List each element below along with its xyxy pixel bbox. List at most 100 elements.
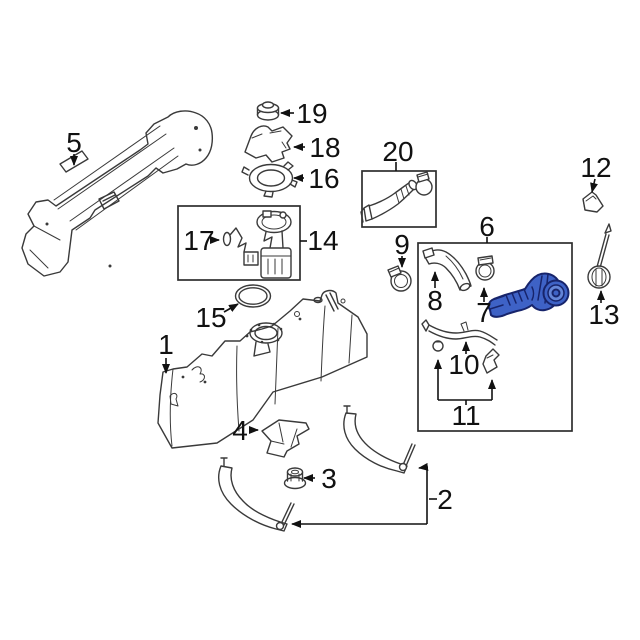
tank-filler-stub bbox=[325, 292, 339, 312]
fuel-cap-grip bbox=[595, 268, 603, 287]
tank-bolt-6 bbox=[260, 340, 264, 344]
tank-small-port-1 bbox=[294, 311, 300, 317]
tank-stud-3 bbox=[245, 334, 249, 338]
fuel-pump-module bbox=[256, 210, 292, 279]
callout-9: 9 bbox=[394, 229, 410, 260]
filler-bracket bbox=[244, 125, 293, 163]
nut-bore bbox=[291, 469, 299, 475]
fuel-tank-outline bbox=[157, 289, 368, 449]
filler-pipe-kit bbox=[417, 242, 573, 432]
flanged-nut bbox=[283, 467, 307, 490]
tank-contour-4 bbox=[348, 314, 353, 364]
strap-front-bolt-head bbox=[275, 521, 285, 531]
lock-ring-inner bbox=[256, 169, 286, 187]
tank-bolt-2 bbox=[257, 323, 261, 327]
nut-top bbox=[286, 467, 304, 477]
skid-plate-hole-3 bbox=[45, 222, 49, 226]
vent-hose-upper bbox=[368, 180, 413, 207]
seal-ring-outer bbox=[234, 284, 272, 308]
tank-pump-opening-outer bbox=[249, 322, 283, 344]
callout-20: 20 bbox=[382, 136, 413, 167]
hose-clamp-7 bbox=[475, 255, 495, 281]
strap-front-bolt bbox=[280, 502, 295, 526]
filler-hose-flange bbox=[422, 247, 435, 259]
tank-bolt-4 bbox=[279, 327, 283, 331]
fuel-tank bbox=[157, 289, 368, 449]
lock-ring-outer bbox=[248, 163, 294, 193]
pump-module-kit bbox=[177, 205, 301, 281]
filler-bracket-outline bbox=[244, 125, 293, 163]
callout-labels: 1 2 3 4 5 6 7 8 9 10 11 12 13 14 15 16 1… bbox=[66, 98, 619, 515]
tank-stud-4 bbox=[298, 317, 302, 321]
leader-2-top-arrow bbox=[418, 462, 429, 471]
lock-ring-tab-2 bbox=[283, 161, 294, 171]
vent-hose-kit bbox=[360, 170, 437, 228]
tank-strap-front bbox=[218, 457, 295, 532]
tank-vent-fitting bbox=[313, 296, 323, 304]
cap-nut-dome bbox=[261, 101, 275, 109]
strap-front-band bbox=[218, 465, 288, 532]
sender-wire bbox=[229, 227, 247, 253]
callout-7: 7 bbox=[476, 297, 492, 328]
vent-tube-fitting bbox=[460, 321, 469, 332]
strap-rear-bolt-head bbox=[398, 462, 408, 472]
clamp7-housing bbox=[477, 255, 494, 266]
lock-ring-tab-3 bbox=[263, 190, 274, 198]
vent-tube-end bbox=[421, 319, 430, 332]
vent-hose-lower bbox=[371, 188, 415, 220]
tank-bolt-1 bbox=[249, 328, 253, 332]
fuel-cap-inner bbox=[591, 267, 607, 287]
tank-bolt-5 bbox=[276, 338, 280, 342]
small-bracket-outline bbox=[582, 191, 604, 213]
filler-hose-curve bbox=[445, 255, 464, 280]
tank-mold-mark bbox=[169, 366, 205, 407]
fuel-cap-body bbox=[587, 265, 611, 289]
fuel-cap-tether-tip bbox=[604, 223, 612, 234]
pump-fitting-2 bbox=[279, 211, 287, 219]
tank-contour-3 bbox=[320, 305, 326, 382]
clamp7-band-inner bbox=[478, 264, 492, 278]
callout-16: 16 bbox=[308, 163, 339, 194]
skid-plate-hole-4 bbox=[108, 264, 112, 268]
callout-11: 11 bbox=[451, 400, 480, 431]
nut-facets bbox=[290, 473, 300, 482]
hose-clamp-9 bbox=[387, 265, 412, 292]
tank-strap-rear bbox=[343, 405, 416, 474]
callout-5: 5 bbox=[66, 127, 82, 158]
vent-tube-upper bbox=[428, 324, 498, 341]
callout-1: 1 bbox=[158, 329, 174, 360]
vent-hose-end-flange bbox=[360, 204, 373, 223]
small-bracket-fold bbox=[582, 195, 597, 211]
strap-front-stud bbox=[220, 457, 228, 467]
fuel-cap-tether bbox=[596, 233, 610, 269]
clip-fold bbox=[486, 354, 494, 359]
callout-12: 12 bbox=[580, 152, 611, 183]
callout-3: 3 bbox=[321, 463, 337, 494]
callout-8: 8 bbox=[427, 285, 443, 316]
skid-plate-hole-2 bbox=[198, 148, 202, 152]
filler-neck-center bbox=[551, 288, 561, 298]
grommet bbox=[432, 340, 444, 352]
strap-rear-stud bbox=[343, 405, 351, 414]
grommet-and-clip bbox=[432, 340, 500, 374]
clamp7-screw bbox=[479, 257, 492, 261]
tank-stud-2 bbox=[203, 380, 207, 384]
skid-plate-detail-box bbox=[98, 191, 120, 210]
clamp9-screw bbox=[389, 267, 400, 273]
fuel-cap bbox=[587, 223, 612, 289]
filler-pipe-lip bbox=[489, 295, 505, 310]
leader-11-bracket bbox=[438, 399, 492, 405]
fuel-filler-pipe-highlighted bbox=[487, 272, 570, 318]
skid-plate bbox=[21, 110, 214, 277]
pump-fitting-1 bbox=[262, 210, 272, 218]
skid-plate-foot-line bbox=[29, 225, 61, 269]
lock-ring bbox=[241, 161, 298, 198]
strap-rear-bolt bbox=[402, 443, 416, 467]
skid-plate-outline bbox=[21, 110, 214, 277]
strap-rear-band bbox=[343, 412, 408, 474]
filler-bracket-folds bbox=[251, 130, 287, 149]
callout-13: 13 bbox=[588, 299, 619, 330]
vent-tube-lower bbox=[428, 330, 496, 346]
